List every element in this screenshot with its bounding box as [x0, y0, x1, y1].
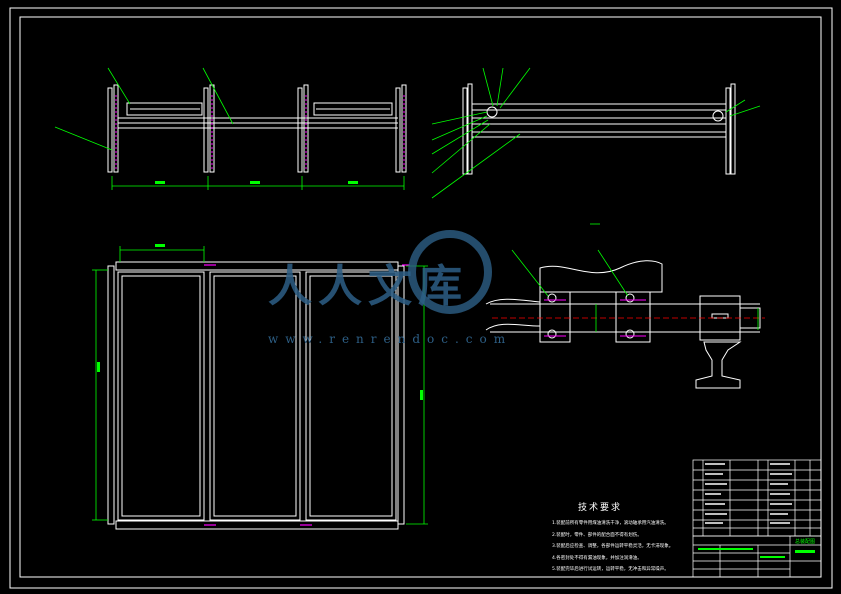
plan-view-dimensions — [92, 244, 428, 525]
outer-border — [9, 7, 833, 589]
front-elevation-dimensions — [54, 67, 405, 190]
plan-view — [107, 261, 405, 530]
title-block-green-text — [698, 548, 815, 558]
shaft-detail-accents — [544, 299, 646, 337]
parts-list-entries — [705, 463, 792, 524]
technical-note: 1.装配前所有零件用煤油清洗干净，滚动轴承用汽油清洗。 — [552, 521, 669, 526]
title-block-name: 总装配图 — [795, 539, 816, 545]
technical-requirements-title: 技术要求 — [578, 503, 623, 513]
watermark-text: 人人文库 — [268, 261, 468, 312]
side-view — [462, 83, 736, 175]
shaft-detail-leaders — [511, 223, 759, 332]
technical-note: 3.装配后应检查、调整，各部件运转平稳灵活，无卡滞现象。 — [552, 544, 674, 549]
parts-list-table — [692, 459, 822, 537]
watermark-ring — [408, 230, 492, 314]
technical-requirements-notes: 1.装配前所有零件用煤油清洗干净，滚动轴承用汽油清洗。 2.装配时，零件、部件的… — [552, 518, 692, 576]
shaft-detail-view — [485, 260, 761, 389]
watermark-url: www.renrendoc.com — [268, 332, 513, 346]
side-view-leaders — [431, 67, 761, 199]
title-block — [692, 535, 822, 578]
technical-note: 4.各密封处不得有漏油现象，并加注润滑油。 — [552, 555, 642, 561]
technical-note: 5.装配完毕后进行试运转，运转平稳，无冲击和异常噪声。 — [552, 567, 669, 572]
front-elevation-view — [107, 84, 407, 173]
front-elevation-accents — [115, 95, 405, 170]
inner-border — [19, 16, 822, 578]
technical-note: 2.装配时，零件、部件的配合面不得有划伤。 — [552, 532, 642, 538]
